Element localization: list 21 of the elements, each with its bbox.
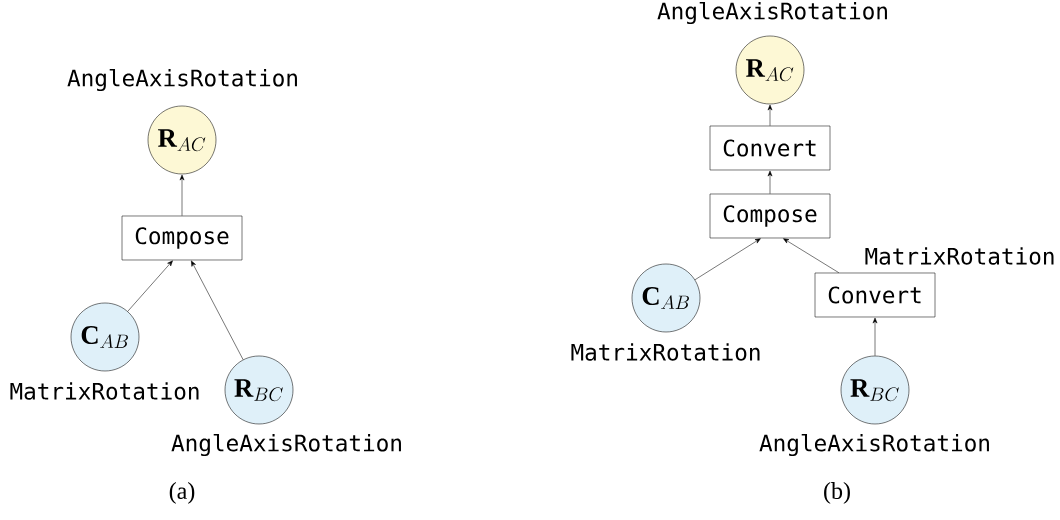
- arrow: [694, 238, 761, 280]
- type-label: AngleAxisRotation: [759, 433, 989, 457]
- type-label: AngleAxisRotation: [67, 68, 297, 92]
- arrow: [783, 238, 840, 273]
- subfigure-caption: (b): [824, 482, 850, 504]
- type-label: AngleAxisRotation: [657, 1, 887, 25]
- type-label: MatrixRotation: [865, 247, 1054, 265]
- arrow: [191, 260, 244, 360]
- subfigure-caption: (a): [169, 482, 195, 504]
- operation-box: Convert: [709, 125, 831, 171]
- operation-box: Compose: [709, 193, 831, 239]
- operation-box: Compose: [121, 215, 243, 261]
- type-label: MatrixRotation: [10, 382, 199, 400]
- arrow: [872, 317, 878, 356]
- arrow: [179, 174, 185, 216]
- type-label: AngleAxisRotation: [171, 433, 401, 457]
- arrow: [127, 260, 173, 312]
- arrow: [767, 170, 773, 194]
- operation-box: Convert: [814, 272, 936, 318]
- arrow: [767, 104, 773, 126]
- type-label: MatrixRotation: [571, 343, 760, 361]
